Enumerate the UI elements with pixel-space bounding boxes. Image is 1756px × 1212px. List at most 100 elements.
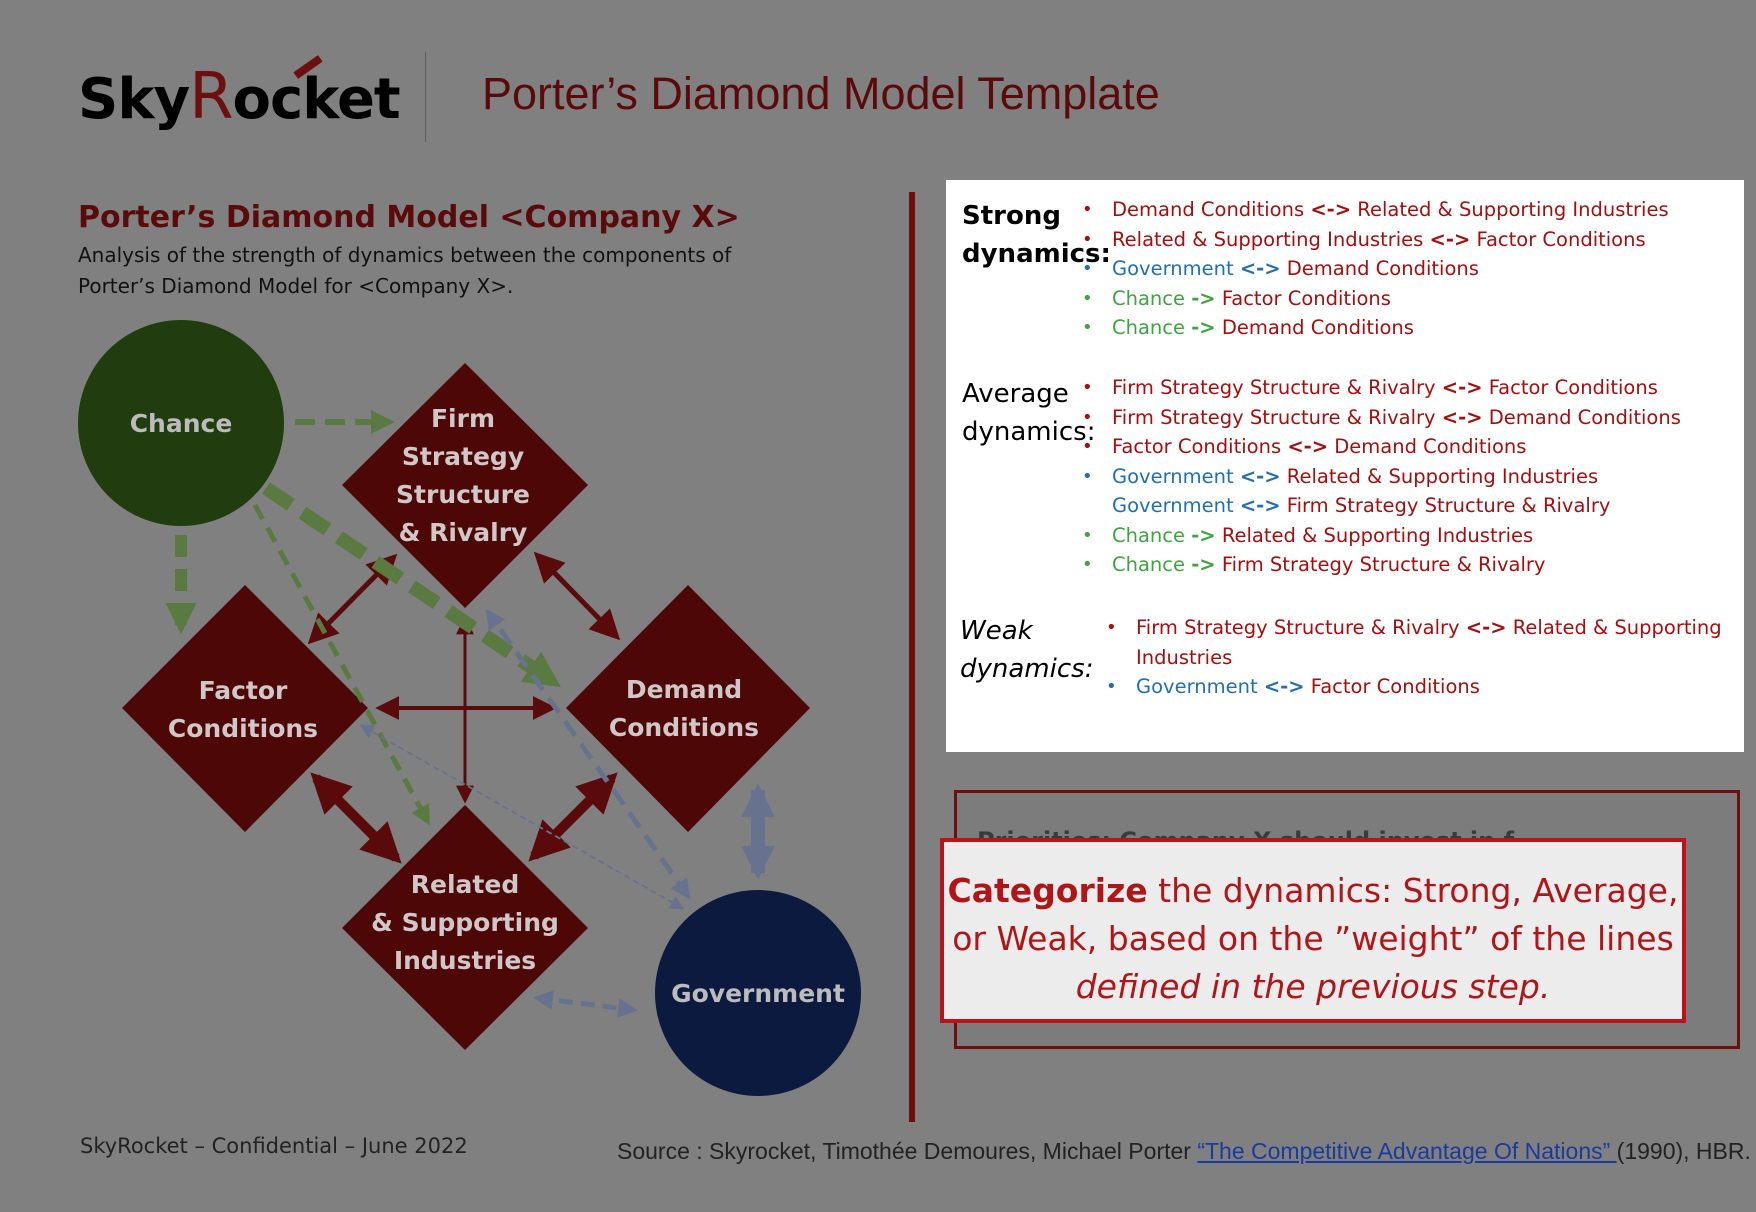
average-heading-line1: Average: [962, 379, 1069, 409]
firm-label-line4: & Rivalry: [399, 518, 528, 547]
callout-text: the dynamics: Strong, Average, or Weak, …: [952, 871, 1679, 958]
strong-item: • Chance -> Factor Conditions: [1082, 284, 1669, 314]
callout-italic-text: defined in the previous step.: [1075, 967, 1551, 1006]
bullet: •: [1082, 524, 1093, 546]
item-from: Chance: [1112, 316, 1192, 339]
item-from: Chance: [1112, 523, 1192, 547]
item-from: Government: [1112, 257, 1240, 280]
vertical-divider: [909, 192, 915, 1122]
logo-part-sky: Sky: [78, 67, 190, 132]
item-to: Factor Conditions: [1304, 675, 1480, 698]
item-from: Government: [1136, 675, 1264, 698]
instruction-callout: Categorize the dynamics: Strong, Average…: [940, 838, 1686, 1023]
average-item: •Government <-> Related & Supporting Ind…: [1082, 462, 1681, 492]
item-operator: <->: [1239, 494, 1281, 517]
bullet: •: [1082, 436, 1093, 457]
chance-circle: [78, 320, 284, 526]
demand-label-line2: Conditions: [609, 713, 759, 742]
firm-label-line2: Strategy: [402, 442, 524, 471]
factor-label-line1: Factor: [199, 676, 288, 705]
item-from: Related & Supporting Industries: [1112, 227, 1430, 251]
firm-label-line3: Structure: [396, 480, 530, 509]
strong-dynamics-list: • Demand Conditions <-> Related & Support…: [1082, 195, 1669, 343]
bullet: •: [1082, 199, 1093, 220]
logo-part-r: R: [189, 60, 233, 134]
header-divider: [425, 52, 426, 142]
related-label-line3: Industries: [394, 946, 536, 975]
item-to: Related & Supporting Industries: [1280, 464, 1599, 488]
item-from: Firm Strategy Structure & Rivalry: [1136, 616, 1466, 639]
strong-item: • Related & Supporting Industries <-> Fac…: [1082, 225, 1669, 255]
item-to: Factor Conditions: [1215, 286, 1391, 310]
callout-keyword: Categorize: [947, 871, 1148, 910]
arrow-factor-related: [310, 772, 402, 864]
bullet: •: [1082, 287, 1093, 309]
government-circle: [655, 890, 861, 1096]
average-item: •Firm Strategy Structure & Rivalry <-> D…: [1082, 403, 1681, 433]
item-operator: <->: [1429, 227, 1471, 251]
arrow-demand-related: [528, 772, 618, 862]
item-to: Demand Conditions: [1482, 405, 1681, 429]
item-operator: <->: [1310, 198, 1352, 221]
item-to: Related & Supporting Industries: [1215, 523, 1534, 547]
porter-diamond-diagram: Chance Firm Strategy Structure & Rivalry…: [78, 320, 861, 1096]
source-suffix: (1990), HBR.: [1616, 1138, 1751, 1164]
item-operator: <->: [1441, 376, 1483, 399]
item-operator: ->: [1191, 523, 1216, 547]
item-operator: <->: [1287, 435, 1329, 458]
source-link[interactable]: “The Competitive Advantage Of Nations”: [1197, 1138, 1617, 1164]
weak-dynamics-heading: Weak dynamics:: [960, 612, 1093, 688]
arrow-government-related: [533, 990, 638, 1018]
logo-part-ocket: ocket: [232, 67, 401, 132]
weak-heading-line1: Weak: [960, 616, 1033, 646]
factor-conditions-diamond: [122, 585, 368, 832]
item-from: Chance: [1112, 286, 1192, 310]
weak-heading-line2: dynamics:: [960, 654, 1094, 684]
strong-item: • Demand Conditions <-> Related & Support…: [1082, 195, 1669, 225]
bullet: •: [1082, 554, 1093, 575]
demand-label-line1: Demand: [626, 675, 742, 704]
section-description: Analysis of the strength of dynamics bet…: [78, 243, 732, 298]
item-to: Demand Conditions: [1280, 257, 1479, 280]
arrow-government-factor: [359, 724, 685, 910]
footer-confidential: SkyRocket – Confidential – June 2022: [80, 1134, 468, 1158]
firm-label-line1: Firm: [431, 404, 495, 433]
logo-wordmark: SkyRocket: [78, 60, 401, 134]
average-item: •Chance -> Firm Strategy Structure & Riv…: [1082, 550, 1681, 580]
item-to: Demand Conditions: [1215, 316, 1414, 339]
arrow-firm-demand: [533, 551, 621, 641]
strong-heading-line2: dynamics:: [962, 239, 1111, 269]
item-from: Factor Conditions: [1112, 435, 1288, 458]
bullet: •: [1082, 377, 1093, 398]
strong-heading-line1: Strong: [962, 201, 1061, 231]
item-from: Government: [1112, 494, 1240, 517]
item-operator: <->: [1465, 616, 1507, 639]
bullet: •: [1082, 228, 1093, 250]
item-to: Factor Conditions: [1470, 227, 1646, 251]
dynamics-panel: Strong dynamics: • Demand Conditions <-> …: [946, 180, 1744, 752]
item-to: Related & Supporting Industries: [1136, 616, 1722, 669]
item-operator: ->: [1191, 316, 1216, 339]
item-to: Firm Strategy Structure & Rivalry: [1280, 494, 1611, 517]
page-title: Porter’s Diamond Model Template: [482, 68, 1160, 119]
item-operator: ->: [1191, 553, 1216, 576]
item-operator: <->: [1263, 675, 1305, 698]
item-operator: ->: [1191, 286, 1216, 310]
item-operator: <->: [1441, 405, 1483, 429]
average-item: Government <-> Firm Strategy Structure &…: [1112, 491, 1681, 521]
factor-label-line2: Conditions: [168, 714, 318, 743]
item-to: Firm Strategy Structure & Rivalry: [1215, 553, 1546, 576]
item-from: Demand Conditions: [1112, 198, 1311, 221]
average-dynamics-heading: Average dynamics:: [962, 375, 1095, 451]
average-dynamics-list: • Firm Strategy Structure & Rivalry <-> F…: [1082, 373, 1681, 580]
source-prefix: Source : Skyrocket, Timothée Demoures, M…: [617, 1138, 1198, 1164]
government-label: Government: [671, 979, 845, 1008]
bullet: •: [1082, 465, 1093, 487]
strong-item: •Government <-> Demand Conditions: [1082, 254, 1669, 284]
strong-item: •Chance -> Demand Conditions: [1082, 313, 1669, 343]
item-to: Related & Supporting Industries: [1351, 198, 1669, 221]
bullet: •: [1082, 406, 1093, 428]
chance-label: Chance: [130, 409, 233, 438]
section-title: Porter’s Diamond Model <Company X>: [78, 200, 740, 235]
